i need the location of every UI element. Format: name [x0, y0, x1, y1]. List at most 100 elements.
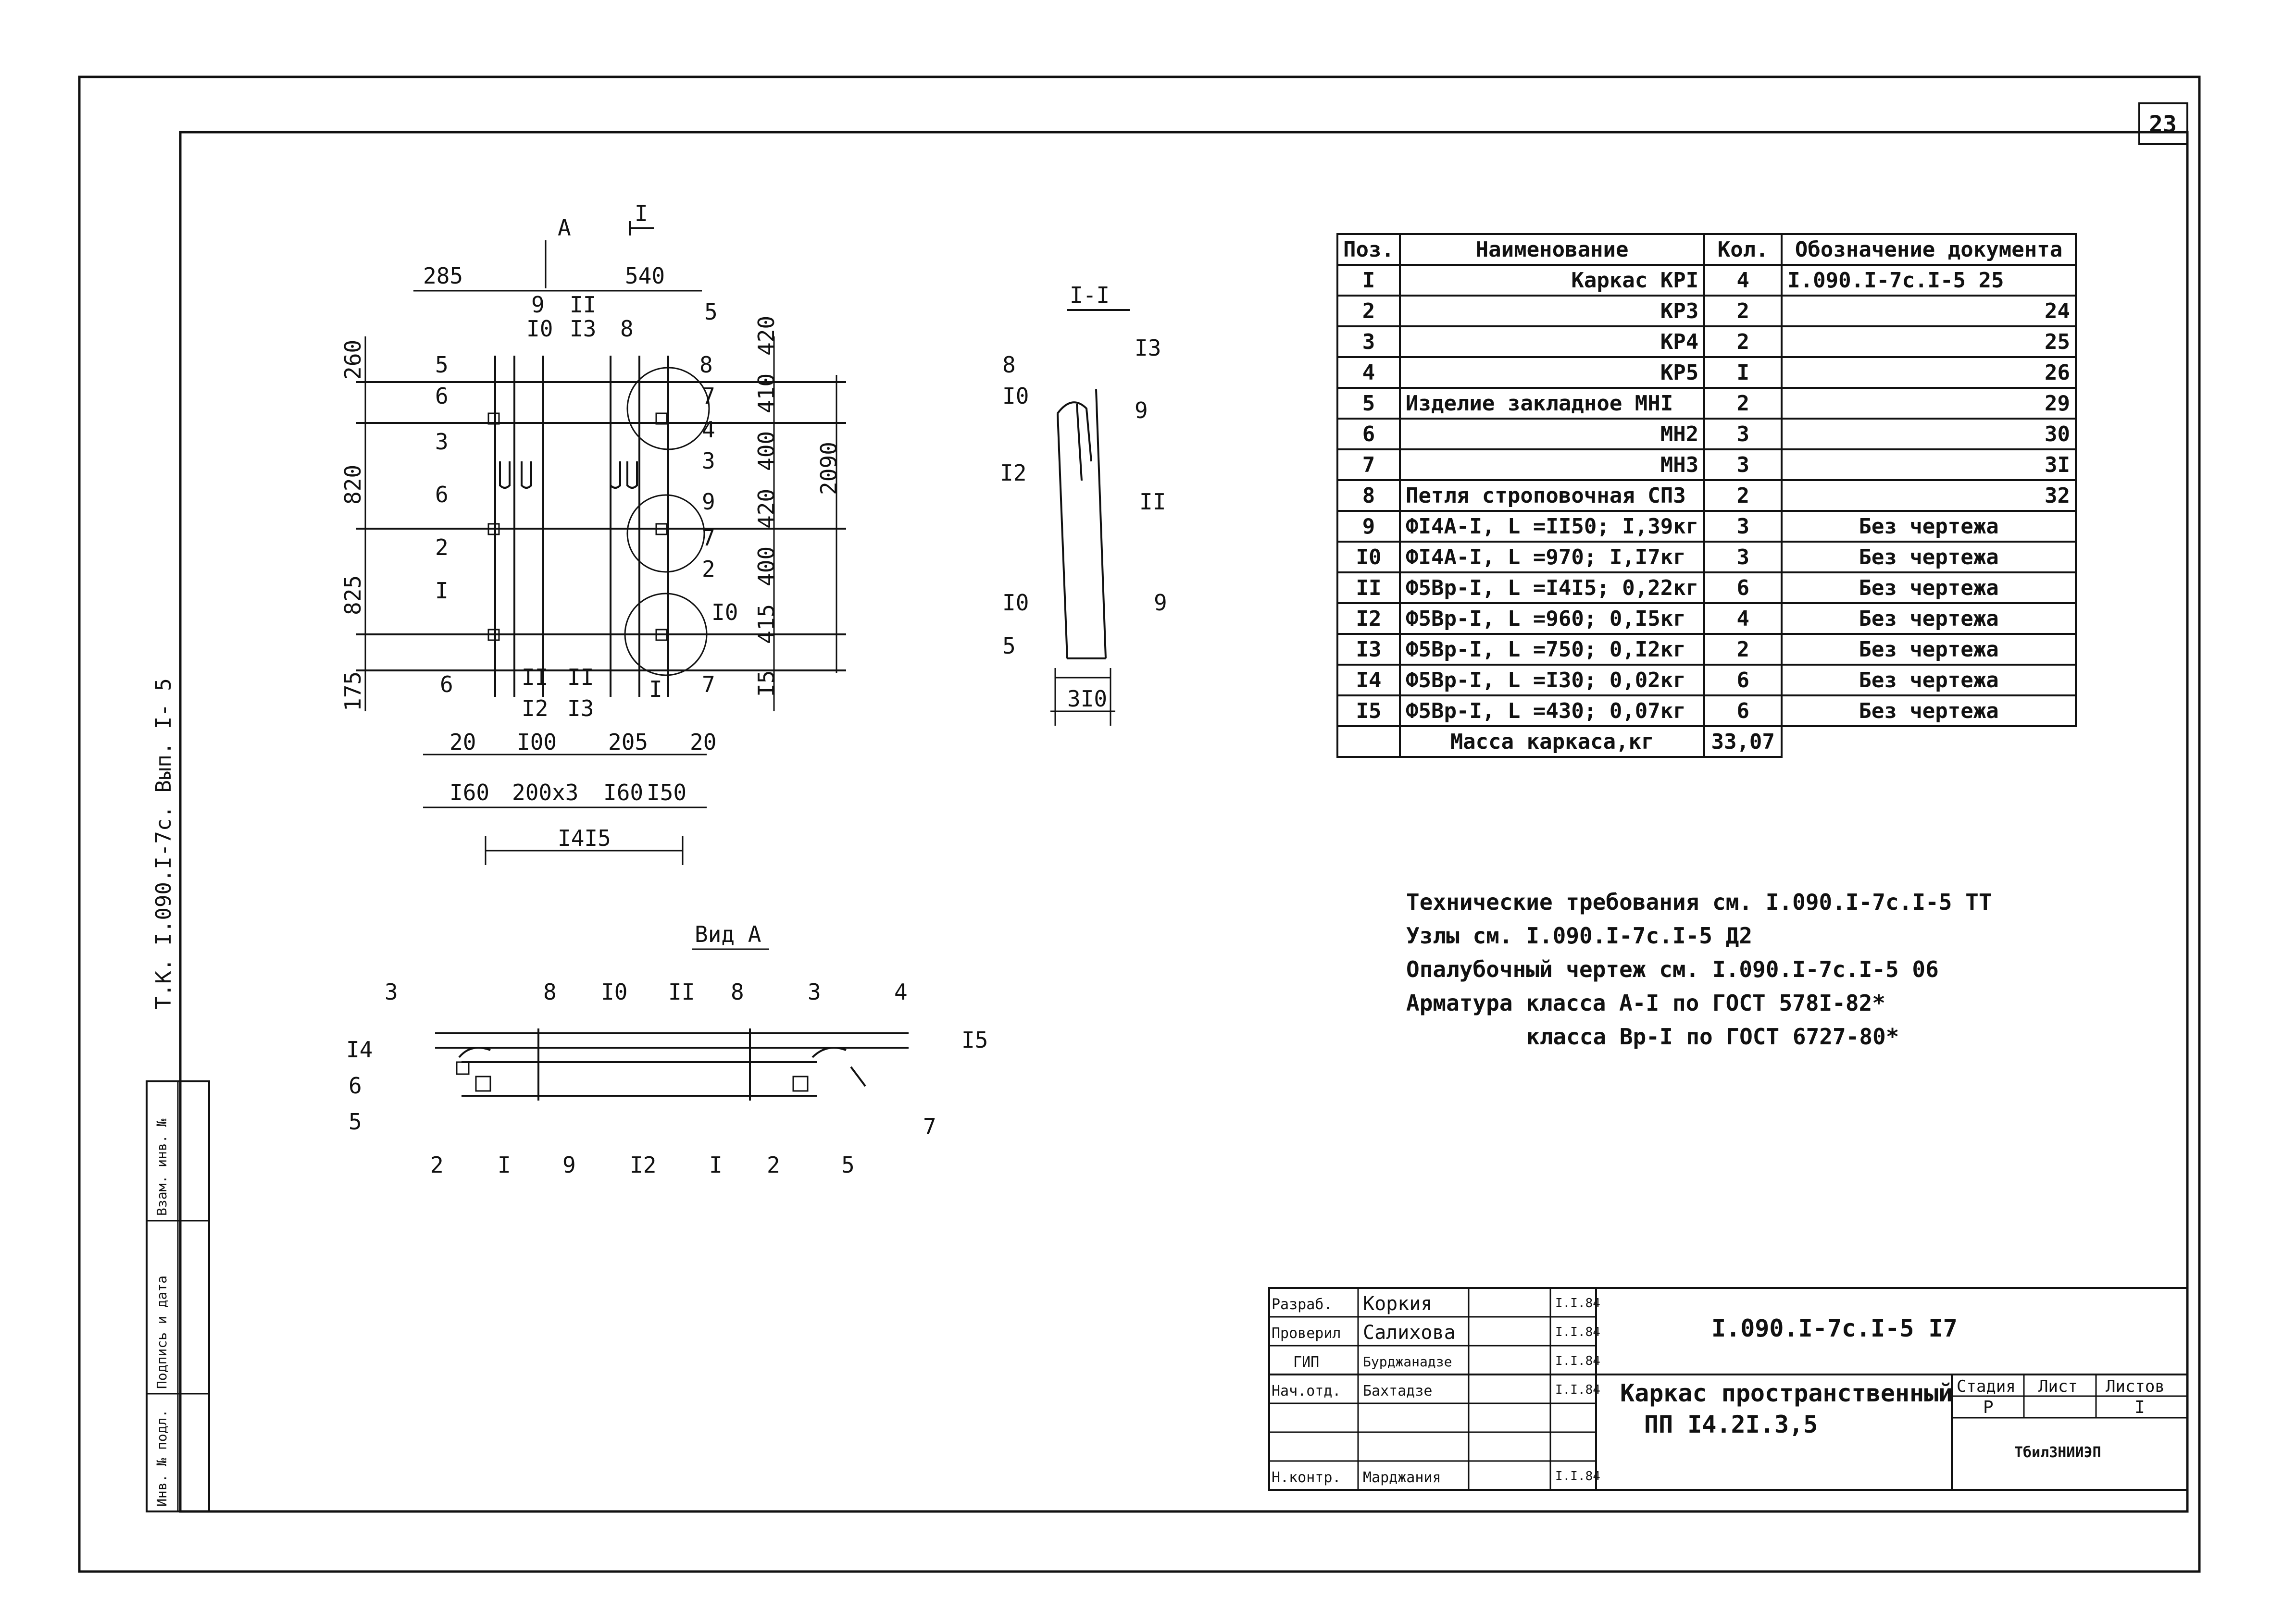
svg-text:2: 2 [702, 556, 715, 582]
svg-text:7: 7 [702, 383, 715, 409]
view-a [435, 1028, 909, 1101]
svg-text:I: I [435, 578, 449, 604]
svg-text:3: 3 [435, 429, 449, 455]
note-formwork: Опалубочный чертеж см. I.090.I-7с.I-5 06 [1406, 956, 1939, 982]
tb-role-7: Н.контр. [1272, 1469, 1341, 1486]
tb-role-4: Нач.отд. [1272, 1383, 1341, 1399]
svg-text:I50: I50 [647, 780, 686, 805]
svg-text:I: I [498, 1152, 511, 1178]
table-header-row: Поз. Наименование Кол. Обозначение докум… [1336, 233, 2077, 266]
overall-height: 2090 [816, 442, 842, 495]
svg-text:200x3: 200x3 [512, 780, 578, 805]
tb-name-7: Марджания [1363, 1469, 1441, 1486]
tb-role-3: ГИП [1293, 1354, 1320, 1371]
svg-text:175: 175 [340, 671, 366, 711]
tb-stage-value: Р [1983, 1398, 1994, 1417]
svg-text:I4: I4 [346, 1037, 373, 1063]
overall-width: I4I5 [558, 825, 611, 851]
svg-text:5: 5 [704, 299, 718, 325]
tb-date-4: I.I.84 [1555, 1383, 1600, 1397]
header-qty: Кол. [1703, 233, 1783, 266]
svg-text:5: 5 [841, 1152, 855, 1178]
svg-text:820: 820 [340, 465, 366, 505]
svg-text:I0: I0 [526, 316, 553, 342]
sheet-number-box [2138, 102, 2188, 145]
tb-date-2: I.I.84 [1555, 1325, 1600, 1339]
tb-name-3: Бурджанадзе [1363, 1354, 1452, 1370]
svg-text:415: 415 [753, 604, 779, 644]
svg-text:I0: I0 [1002, 590, 1029, 616]
svg-text:420: 420 [753, 316, 779, 356]
svg-text:3: 3 [702, 448, 715, 474]
svg-text:9: 9 [562, 1152, 576, 1178]
svg-text:I0: I0 [711, 599, 738, 625]
svg-text:6: 6 [349, 1073, 362, 1099]
note-rebar-vr1: класса Вр-I по ГОСТ 6727-80* [1526, 1024, 1899, 1050]
section-width: 3I0 [1067, 686, 1107, 712]
svg-text:I2: I2 [630, 1152, 656, 1178]
outer-frame [78, 75, 2201, 1573]
svg-text:7: 7 [702, 525, 715, 551]
svg-text:8: 8 [699, 352, 713, 378]
svg-text:7: 7 [923, 1114, 936, 1139]
plan-labels: А I 285 540 9 II I0 I3 8 260 820 825 175… [340, 200, 842, 851]
svg-text:8: 8 [1002, 352, 1016, 378]
tb-date-7: I.I.84 [1555, 1469, 1600, 1484]
svg-text:9: 9 [1154, 590, 1167, 616]
tb-stage-label: Стадия [1957, 1377, 2016, 1396]
mass-label: Масса каркаса,кг [1398, 725, 1706, 758]
svg-text:205: 205 [608, 729, 648, 755]
side-stamp-1: Инв. № подл. [154, 1409, 170, 1507]
tb-date-3: I.I.84 [1555, 1354, 1600, 1368]
svg-text:II: II [1139, 489, 1166, 515]
dim-top-left: 285 [423, 263, 463, 289]
svg-text:400: 400 [753, 546, 779, 586]
svg-text:I3: I3 [567, 695, 594, 721]
svg-text:I: I [709, 1152, 723, 1178]
svg-text:260: 260 [340, 340, 366, 380]
svg-text:9: 9 [1135, 397, 1148, 423]
svg-text:9: 9 [702, 489, 715, 515]
svg-text:I0: I0 [601, 979, 627, 1005]
svg-text:5: 5 [435, 352, 449, 378]
section-title: I-I [1070, 282, 1110, 308]
section-view [1050, 309, 1130, 726]
svg-text:8: 8 [543, 979, 557, 1005]
svg-text:420: 420 [753, 489, 779, 529]
svg-text:3: 3 [808, 979, 821, 1005]
title-block-grid [1268, 1287, 2188, 1491]
tb-role-2: Проверил [1272, 1325, 1341, 1342]
svg-text:II: II [570, 292, 596, 318]
svg-text:I3: I3 [570, 316, 596, 342]
note-nodes: Узлы см. I.090.I-7с.I-5 Д2 [1406, 923, 1753, 949]
svg-text:20: 20 [449, 729, 476, 755]
side-label: Т.К. I.090.I-7с. Вып. I- 5 [151, 678, 176, 1009]
side-stamp-2: Подпись и дата [154, 1275, 170, 1389]
svg-text:4: 4 [894, 979, 908, 1005]
svg-text:8: 8 [731, 979, 744, 1005]
svg-text:2: 2 [430, 1152, 444, 1178]
svg-text:I2: I2 [1000, 460, 1026, 486]
svg-text:II: II [668, 979, 695, 1005]
section-labels: I-I 8 I0 I3 9 I2 II I0 9 5 3I0 [1000, 282, 1167, 712]
tb-doc-code: I.090.I-7с.I-5 I7 [1711, 1314, 1958, 1342]
tb-name-2: Салихова [1363, 1322, 1456, 1344]
note-rebar-a1: Арматура класса А-I по ГОСТ 578I-82* [1406, 990, 1885, 1016]
section-marker: I [635, 200, 648, 226]
svg-text:4: 4 [702, 417, 715, 443]
inner-frame [179, 131, 2189, 1513]
svg-text:I60: I60 [603, 780, 643, 805]
tb-name-1: Коркия [1363, 1293, 1433, 1315]
svg-text:825: 825 [340, 575, 366, 615]
svg-text:5: 5 [1002, 633, 1016, 659]
tb-sheets-value: I [2134, 1398, 2145, 1417]
svg-text:410: 410 [753, 373, 779, 413]
